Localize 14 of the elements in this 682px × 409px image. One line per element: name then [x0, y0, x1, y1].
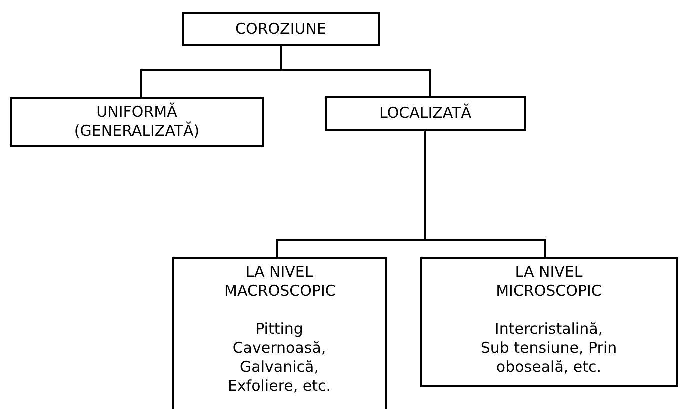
category-box	[172, 257, 387, 409]
category-title: COROZIUNE	[234, 20, 328, 39]
category-title: UNIFORMĂ (GENERALIZATĂ)	[73, 103, 201, 141]
connector-line	[280, 46, 431, 96]
example-list: Intercristalină, Sub tensiune, Prin oboseală, etc.	[479, 320, 619, 377]
category-box	[325, 96, 526, 131]
category-title: LA NIVEL MACROSCOPIC	[224, 263, 334, 301]
example-list: Pitting Cavernoasă, Galvanică, Exfoliere, etc.	[224, 320, 334, 396]
connector-line	[424, 131, 546, 257]
category-box	[420, 257, 678, 387]
category-box	[182, 12, 380, 46]
category-title: LOCALIZATĂ	[378, 104, 472, 123]
category-title: LA NIVEL MICROSCOPIC	[495, 263, 603, 301]
category-box	[10, 97, 264, 147]
